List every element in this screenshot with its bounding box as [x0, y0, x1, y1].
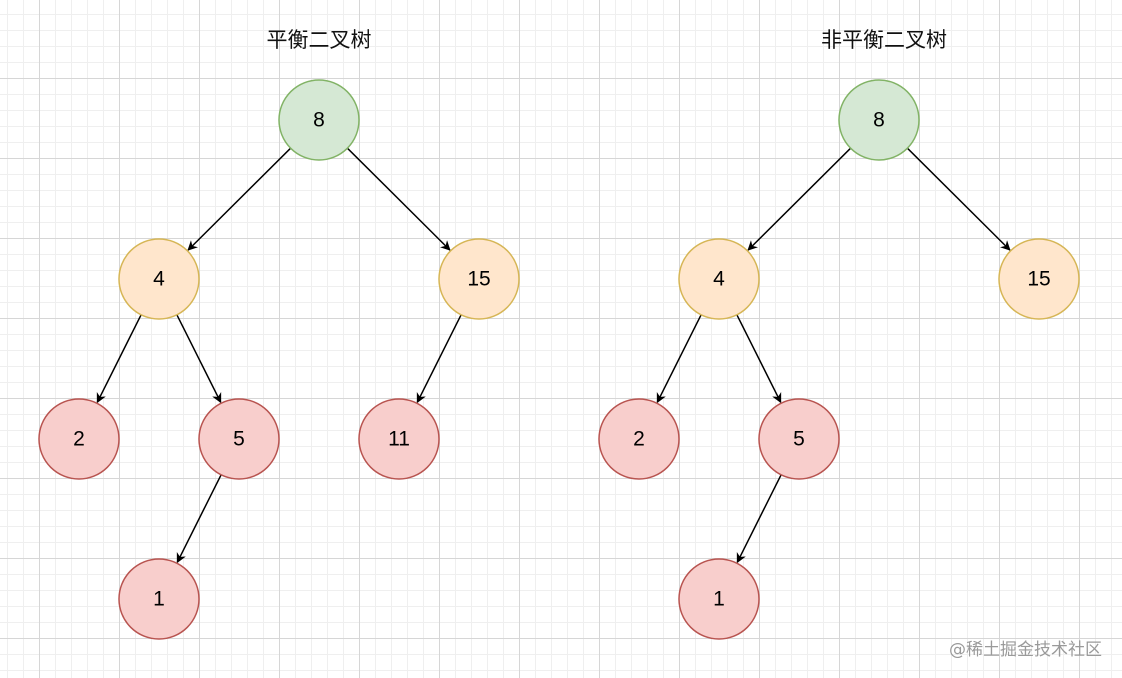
- edge-b4-to-b2: [656, 314, 702, 404]
- node-label-a1: 1: [153, 588, 165, 611]
- node-label-a15: 15: [467, 268, 490, 291]
- node-circle-a15: [438, 238, 520, 320]
- tree-node-b2: 2: [598, 398, 680, 480]
- unbalanced-tree-title: 非平衡二叉树: [821, 28, 947, 52]
- node-circle-a2: [38, 398, 120, 480]
- node-label-a2: 2: [73, 428, 85, 451]
- edge-b8-to-b4: [747, 147, 852, 251]
- node-circle-a5: [198, 398, 280, 480]
- edge-a4-to-a2: [96, 314, 142, 404]
- edge-b5-to-b1: [736, 474, 782, 564]
- tree-node-b1: 1: [678, 558, 760, 640]
- node-circle-b8: [838, 79, 920, 161]
- edge-a8-to-a15: [346, 147, 451, 251]
- node-label-b1: 1: [713, 588, 725, 611]
- node-circle-a11: [358, 398, 440, 480]
- edge-a4-to-a5: [176, 314, 222, 404]
- tree-node-b8: 8: [838, 79, 920, 161]
- node-label-b4: 4: [713, 268, 725, 291]
- tree-node-a2: 2: [38, 398, 120, 480]
- tree-node-a1: 1: [118, 558, 200, 640]
- edge-b4-to-b5: [736, 314, 782, 404]
- node-circle-b15: [998, 238, 1080, 320]
- node-label-a5: 5: [233, 428, 245, 451]
- node-label-a11: 11: [388, 428, 410, 451]
- node-label-a8: 8: [313, 109, 325, 132]
- edge-a8-to-a4: [187, 147, 292, 251]
- tree-node-a5: 5: [198, 398, 280, 480]
- tree-node-b5: 5: [758, 398, 840, 480]
- balanced-tree-title: 平衡二叉树: [266, 28, 372, 52]
- tree-node-b4: 4: [678, 238, 760, 320]
- node-label-b15: 15: [1027, 268, 1050, 291]
- node-circle-a4: [118, 238, 200, 320]
- node-circle-a8: [278, 79, 360, 161]
- node-circle-b1: [678, 558, 760, 640]
- tree-node-a8: 8: [278, 79, 360, 161]
- tree-node-a4: 4: [118, 238, 200, 320]
- edge-a5-to-a1: [176, 474, 222, 564]
- edge-b8-to-b15: [906, 147, 1011, 251]
- edges-layer: [96, 147, 1011, 564]
- tree-node-b15: 15: [998, 238, 1080, 320]
- node-circle-a1: [118, 558, 200, 640]
- node-circle-b5: [758, 398, 840, 480]
- watermark: @稀土掘金技术社区: [949, 640, 1102, 660]
- tree-node-a15: 15: [438, 238, 520, 320]
- node-circle-b4: [678, 238, 760, 320]
- edge-a15-to-a11: [416, 314, 462, 404]
- tree-node-a11: 11: [358, 398, 440, 480]
- node-label-b2: 2: [633, 428, 645, 451]
- node-label-a4: 4: [153, 268, 165, 291]
- node-label-b8: 8: [873, 109, 885, 132]
- node-label-b5: 5: [793, 428, 805, 451]
- node-circle-b2: [598, 398, 680, 480]
